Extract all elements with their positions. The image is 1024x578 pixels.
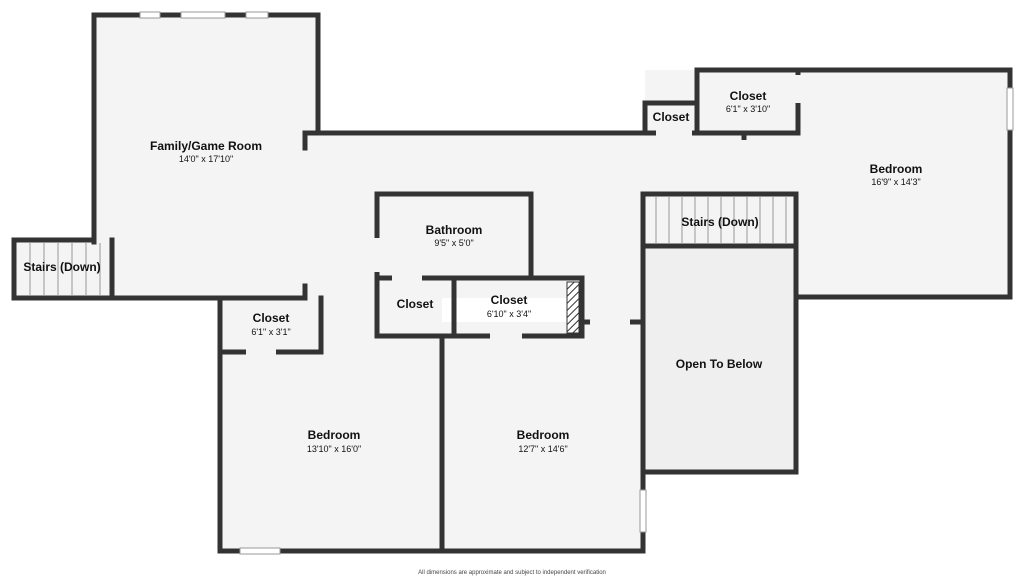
dim-bathroom: 9'5" x 5'0": [434, 238, 473, 248]
wall-family-room: [91, 12, 321, 136]
door-bathroom: [374, 238, 380, 272]
stair-treads: [29, 197, 787, 295]
label-open-to-below: Open To Below: [676, 357, 763, 371]
window-bedroom-east: [1006, 87, 1014, 131]
label-closet-middle: Closet: [491, 293, 528, 307]
label-bathroom: Bathroom: [426, 223, 483, 237]
door-bedroom-east: [741, 140, 747, 188]
family-room-floor: [94, 15, 318, 298]
wall-bedroom-southwest: [217, 349, 445, 554]
hall-floor: [305, 136, 645, 298]
wall-bathroom: [374, 191, 534, 281]
bedroom-southwest-floor: [220, 298, 442, 551]
dim-bedroom-south: 12'7" x 14'6": [518, 444, 567, 454]
dim-bedroom-southwest: 13'10" x 16'0": [307, 444, 361, 454]
door-closet-southwest: [246, 349, 276, 355]
label-stairs-center: Stairs (Down): [681, 215, 758, 229]
door-hall-south: [330, 295, 368, 301]
window-bedroom-south: [639, 489, 647, 533]
bedroom-south-floor: [442, 322, 643, 551]
door-closet-northeast: [795, 75, 801, 103]
label-closet-southwest: Closet: [253, 311, 290, 325]
floor-fills: [14, 15, 1010, 551]
window-family-1: [139, 11, 161, 19]
door-closet-middle: [490, 333, 522, 339]
label-bedroom-southwest: Bedroom: [308, 428, 361, 442]
dim-closet-northeast: 6'1" x 3'10": [726, 104, 770, 114]
dim-family-room: 14'0" x 17'10": [179, 154, 233, 164]
label-bedroom-east: Bedroom: [870, 162, 923, 176]
doors: [246, 75, 801, 355]
door-bedroom-south: [590, 319, 630, 325]
room-labels: Family/Game Room 14'0" x 17'10" Bedroom …: [23, 89, 922, 576]
label-stairs-west: Stairs (Down): [23, 260, 100, 274]
window-bedroom-southwest: [239, 547, 281, 555]
door-closet-small: [656, 130, 692, 136]
dim-closet-middle: 6'10" x 3'4": [487, 309, 531, 319]
dim-closet-southwest: 6'1" x 3'1": [251, 327, 290, 337]
wall-bedroom-east: [793, 67, 1013, 300]
dim-bedroom-east: 16'9" x 14'3": [871, 177, 920, 187]
label-family-room: Family/Game Room: [150, 139, 262, 153]
chase-hatch: [566, 281, 580, 334]
door-closet-center: [392, 275, 422, 281]
open-to-below-area: [643, 246, 796, 472]
footnote: All dimensions are approximate and subje…: [418, 570, 606, 576]
window-family-2: [180, 11, 226, 19]
window-family-3: [245, 11, 269, 19]
label-closet-northeast: Closet: [730, 89, 767, 103]
windows: [139, 11, 1014, 555]
label-closet-small-top: Closet: [653, 110, 690, 124]
label-closet-center: Closet: [397, 297, 434, 311]
label-bedroom-south: Bedroom: [517, 428, 570, 442]
